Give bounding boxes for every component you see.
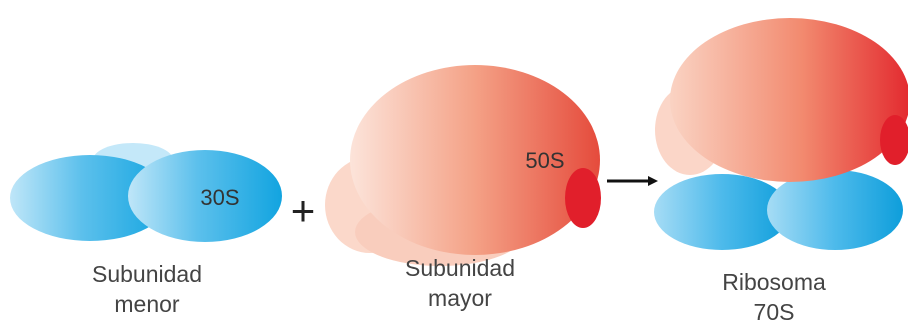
large-subunit-label: 50S	[525, 148, 564, 173]
large-subunit-red-knob	[565, 168, 601, 228]
ribosome-caption: Ribosoma 70S	[674, 267, 874, 327]
small-subunit-caption-line1: Subunidad	[92, 261, 202, 287]
ribosome-small-left-lobe	[654, 174, 790, 250]
ribosome-caption-line2: 70S	[753, 299, 795, 325]
ribosome-caption-line1: Ribosoma	[722, 269, 826, 295]
small-subunit-30s: 30S	[10, 143, 282, 242]
large-subunit-caption: Subunidad mayor	[360, 253, 560, 313]
ribosome-large-red-knob	[880, 115, 908, 165]
ribosome-70s	[654, 18, 908, 250]
small-subunit-caption-line2: menor	[114, 291, 180, 317]
large-subunit-caption-line1: Subunidad	[405, 255, 515, 281]
plus-operator: +	[291, 187, 316, 234]
ribosome-large-main-body	[670, 18, 908, 182]
large-subunit-50s: 50S	[325, 65, 601, 266]
small-subunit-right-lobe	[128, 150, 282, 242]
large-subunit-main-body	[350, 65, 600, 255]
small-subunit-caption: Subunidad menor	[47, 259, 247, 319]
small-subunit-label: 30S	[200, 185, 239, 210]
small-subunit-left-lobe	[10, 155, 170, 241]
ribosome-small-right-lobe	[767, 170, 903, 250]
large-subunit-caption-line2: mayor	[428, 285, 492, 311]
